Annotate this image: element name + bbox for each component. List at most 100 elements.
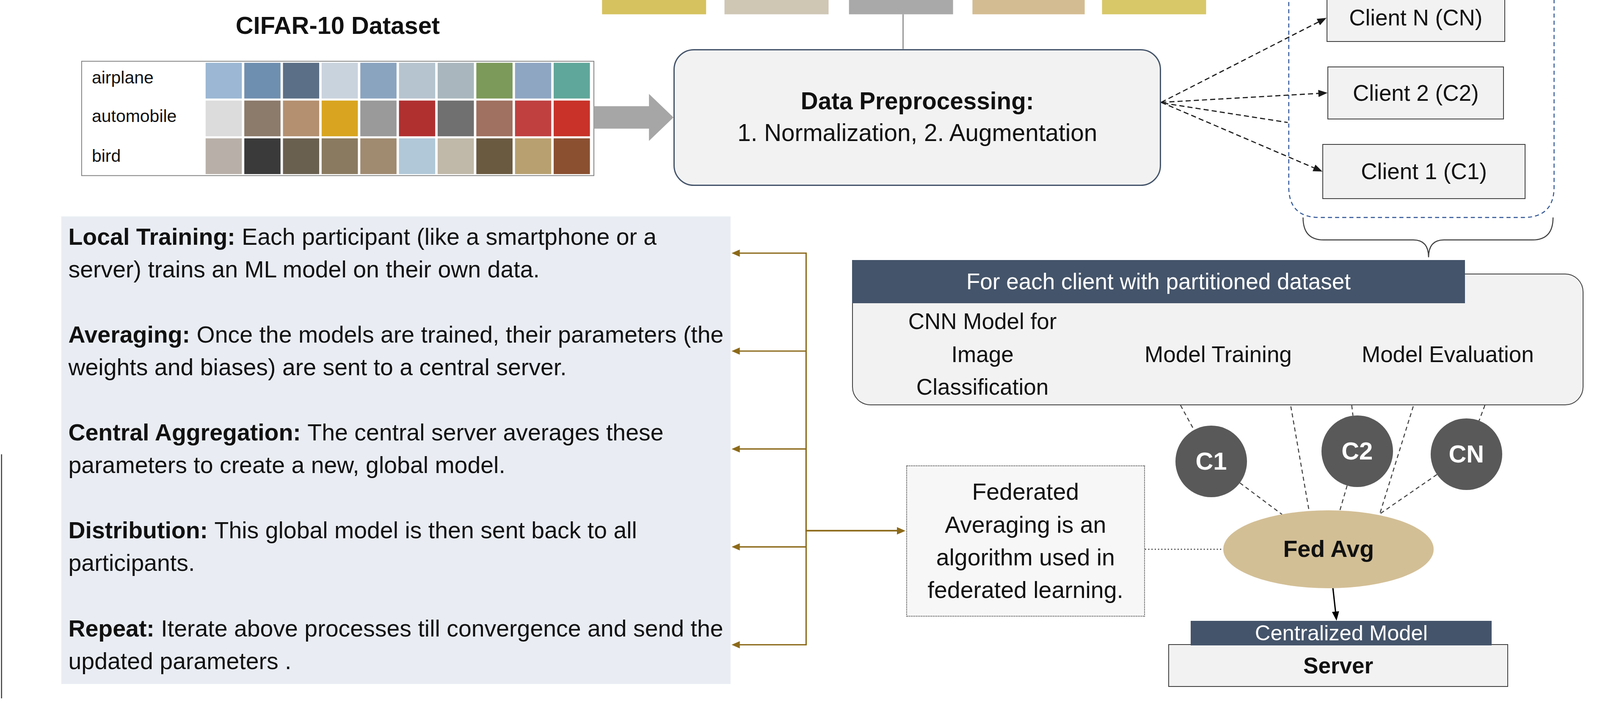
photo-thumb	[437, 138, 475, 174]
photo-thumb	[972, 0, 1085, 15]
arrow-head	[1312, 164, 1323, 172]
connector-line	[1339, 485, 1347, 511]
photo-thumb	[205, 100, 243, 136]
dataset-panel: CIFAR-10 Datasetairplaneautomobilebird	[81, 61, 594, 176]
photo-thumb	[399, 138, 436, 174]
photo-thumb	[1102, 0, 1207, 15]
connector	[1378, 474, 1438, 516]
arrow-head	[731, 543, 740, 551]
photo-thumb	[244, 62, 281, 99]
connector-line	[737, 530, 900, 645]
note-box: Federated Averaging is an algorithm used…	[906, 465, 1145, 617]
model-band: Centralized Model	[1190, 620, 1492, 646]
photo-thumb	[601, 0, 707, 15]
box-heading: Data Preprocessing:	[800, 85, 1035, 118]
upload-line	[1291, 405, 1310, 511]
client-circle: CN	[1430, 418, 1503, 490]
group-brace	[1302, 217, 1554, 257]
photo-thumb	[476, 138, 513, 174]
arrow-head	[896, 526, 905, 535]
class-label: airplane	[91, 66, 207, 89]
connector-line	[1239, 482, 1283, 515]
connector	[1478, 405, 1485, 421]
photo-thumb	[244, 100, 281, 136]
photo-thumb	[205, 138, 243, 174]
step-text: Model Training	[1141, 337, 1295, 371]
arrow-head	[731, 640, 740, 649]
photo-thumb	[515, 138, 552, 174]
connector-line	[1161, 102, 1317, 169]
connector-line	[737, 530, 900, 547]
class-label: automobile	[91, 104, 207, 128]
step-paragraph: Averaging:Once the models are trained, t…	[61, 318, 731, 384]
step-label: Model Training	[1144, 337, 1292, 371]
step-paragraph: Local Training:Each participant (like a …	[61, 220, 731, 286]
edge-rule	[0, 454, 2, 698]
client-label: Client 2 (C2)	[1352, 78, 1479, 108]
fan-line	[1163, 102, 1288, 123]
connector	[1239, 482, 1283, 515]
arrow-head	[896, 526, 905, 535]
client-box: Client N (CN)	[1326, 0, 1506, 42]
arrow-head	[1316, 17, 1327, 25]
client-label: Client 1 (C1)	[1360, 157, 1487, 186]
circle-label: C2	[1341, 436, 1373, 466]
step-text: CNN Model for Image Classification	[894, 304, 1071, 403]
photo-thumb	[283, 100, 320, 136]
photo-thumb	[437, 100, 475, 136]
photo-thumb	[360, 138, 397, 174]
client-circle: C2	[1321, 415, 1394, 487]
connector-line	[1161, 20, 1321, 103]
connector	[1144, 548, 1224, 550]
photo-thumb	[724, 0, 829, 15]
panel-header: For each client with partitioned dataset	[852, 259, 1466, 303]
connector-line	[1180, 405, 1195, 431]
circle-label: C1	[1195, 446, 1228, 476]
photo-thumb	[360, 62, 397, 99]
server-label: Server	[1168, 645, 1509, 686]
connector-line	[737, 448, 900, 531]
photo-thumb	[321, 100, 359, 136]
connector	[731, 526, 905, 649]
step-paragraph: Distribution:This global model is then s…	[61, 513, 731, 580]
connector-line	[1351, 405, 1353, 416]
arrow-head	[1332, 610, 1340, 621]
arrow-head	[731, 445, 740, 453]
step-heading: Distribution:	[68, 516, 209, 544]
step-heading: Central Aggregation:	[68, 419, 301, 446]
step-heading: Repeat:	[68, 615, 155, 642]
photo-thumb	[360, 100, 397, 136]
client-box: Client 1 (C1)	[1322, 143, 1526, 199]
connector-line	[1478, 405, 1485, 421]
client-box: Client 2 (C2)	[1327, 66, 1504, 120]
connector	[1161, 89, 1328, 103]
connector	[1339, 485, 1347, 511]
connector-line	[1144, 548, 1224, 550]
photo-thumb	[553, 100, 591, 136]
photo-thumb	[399, 100, 436, 136]
client-circle: C1	[1175, 425, 1247, 497]
step-text: Model Evaluation	[1358, 337, 1537, 371]
connector	[1161, 102, 1323, 172]
class-label: bird	[91, 144, 207, 168]
steps-panel	[61, 216, 731, 684]
photo-thumb	[515, 100, 552, 136]
connector	[1161, 17, 1327, 103]
photo-thumb	[476, 62, 513, 99]
connector	[593, 93, 674, 141]
connector	[1180, 405, 1195, 431]
client-panel: For each client with partitioned dataset…	[852, 273, 1584, 406]
server-node: Centralized ModelServer	[1168, 620, 1509, 687]
arrow-head	[1318, 89, 1328, 97]
step-paragraph: Repeat:Iterate above processes till conv…	[61, 612, 731, 678]
step-body: Iterate above processes till convergence…	[68, 615, 724, 674]
dataset-title: CIFAR-10 Dataset	[61, 11, 615, 41]
process-box: Data Preprocessing:1. Normalization, 2. …	[673, 49, 1162, 186]
connector	[731, 445, 905, 535]
arrow-head	[896, 526, 905, 535]
step-label: Model Evaluation	[1361, 337, 1534, 371]
photo-thumb	[437, 62, 475, 99]
photo-thumb	[321, 138, 359, 174]
step-label: CNN Model for Image Classification	[894, 304, 1071, 403]
box-body: 1. Normalization, 2. Augmentation	[737, 117, 1098, 149]
